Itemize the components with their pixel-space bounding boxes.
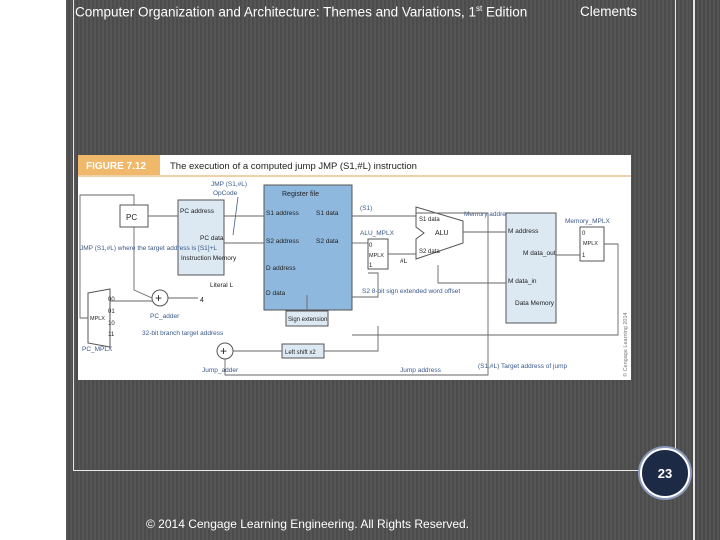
svg-text:M data_out: M data_out bbox=[523, 250, 556, 257]
svg-text:4: 4 bbox=[200, 297, 204, 304]
svg-text:© Cengage Learning 2014: © Cengage Learning 2014 bbox=[622, 312, 629, 377]
instruction-memory bbox=[177, 199, 225, 276]
svg-text:Memory_MPLX: Memory_MPLX bbox=[565, 218, 610, 225]
svg-text:+: + bbox=[155, 291, 162, 305]
figure-label-box bbox=[78, 155, 160, 175]
svg-text:1: 1 bbox=[369, 263, 373, 269]
page-number-badge: 23 bbox=[640, 448, 690, 498]
svg-text:#L: #L bbox=[400, 258, 408, 265]
svg-text:PC data: PC data bbox=[200, 235, 224, 242]
svg-text:S2 data: S2 data bbox=[419, 249, 440, 255]
svg-text:+: + bbox=[220, 344, 227, 358]
svg-text:11: 11 bbox=[108, 332, 115, 338]
svg-text:(S1,#L) Target address of jump: (S1,#L) Target address of jump bbox=[478, 363, 568, 370]
pc-multiplexer bbox=[87, 288, 111, 348]
svg-text:JMP (S1,#L) where the target a: JMP (S1,#L) where the target address is … bbox=[80, 245, 217, 252]
svg-text:(S1): (S1) bbox=[360, 205, 372, 212]
svg-text:PC: PC bbox=[126, 213, 137, 222]
svg-text:JMP (S1,#L): JMP (S1,#L) bbox=[211, 181, 247, 188]
svg-text:Jump_adder: Jump_adder bbox=[202, 367, 239, 374]
svg-text:MPLX: MPLX bbox=[90, 316, 105, 322]
svg-text:10: 10 bbox=[108, 321, 115, 327]
svg-text:0: 0 bbox=[582, 231, 586, 237]
data-memory bbox=[505, 212, 557, 324]
svg-text:OpCode: OpCode bbox=[213, 190, 238, 197]
svg-text:Jump address: Jump address bbox=[400, 367, 442, 374]
svg-text:ALU: ALU bbox=[435, 230, 449, 237]
right-decorative-bar bbox=[689, 0, 720, 540]
svg-text:01: 01 bbox=[108, 309, 115, 315]
figure-label: FIGURE 7.12 bbox=[86, 161, 146, 172]
slide-header-title: Computer Organization and Architecture: … bbox=[75, 4, 528, 20]
svg-text:ALU_MPLX: ALU_MPLX bbox=[360, 230, 395, 237]
svg-text:S2 data: S2 data bbox=[316, 238, 339, 245]
svg-text:D data: D data bbox=[266, 290, 286, 297]
instruction-memory-label: Instruction Memory bbox=[181, 255, 237, 262]
slide-footer: © 2014 Cengage Learning Engineering. All… bbox=[146, 517, 470, 531]
svg-text:S2 address: S2 address bbox=[266, 238, 300, 245]
svg-text:MPLX: MPLX bbox=[369, 253, 384, 259]
svg-text:Memory address: Memory address bbox=[464, 211, 513, 218]
memory-multiplexer bbox=[579, 226, 605, 262]
svg-text:1: 1 bbox=[582, 253, 586, 259]
svg-text:PC_MPLX: PC_MPLX bbox=[82, 346, 113, 353]
svg-text:MPLX: MPLX bbox=[583, 241, 598, 247]
svg-text:Literal L: Literal L bbox=[210, 282, 234, 289]
svg-text:PC address: PC address bbox=[180, 208, 215, 215]
figure-image: FIGURE 7.12 The execution of a computed … bbox=[78, 155, 631, 380]
register-file bbox=[263, 184, 353, 311]
datapath-wires bbox=[79, 194, 619, 376]
svg-text:Sign extension: Sign extension bbox=[288, 317, 327, 323]
svg-text:S1 data: S1 data bbox=[419, 217, 440, 223]
datapath-diagram: FIGURE 7.12 The execution of a computed … bbox=[78, 155, 631, 377]
svg-text:M address: M address bbox=[508, 228, 539, 235]
svg-text:D address: D address bbox=[266, 265, 296, 272]
slide-header-author: Clements bbox=[580, 4, 638, 19]
data-memory-label: Data Memory bbox=[515, 300, 555, 307]
panel-frame bbox=[73, 0, 676, 471]
svg-text:M data_in: M data_in bbox=[508, 278, 537, 285]
register-file-label: Register file bbox=[282, 191, 319, 198]
svg-text:S1 address: S1 address bbox=[266, 210, 300, 217]
svg-text:00: 00 bbox=[108, 297, 115, 303]
svg-text:PC_adder: PC_adder bbox=[150, 313, 180, 320]
figure-caption: The execution of a computed jump JMP (S1… bbox=[170, 161, 417, 172]
svg-text:32-bit branch target address: 32-bit branch target address bbox=[142, 330, 224, 337]
svg-text:S2 8-bit sign extended word of: S2 8-bit sign extended word offset bbox=[362, 288, 460, 295]
svg-text:Left shift x2: Left shift x2 bbox=[285, 350, 316, 356]
alu bbox=[415, 206, 464, 260]
svg-text:S1 data: S1 data bbox=[316, 210, 339, 217]
svg-text:0: 0 bbox=[369, 243, 373, 249]
